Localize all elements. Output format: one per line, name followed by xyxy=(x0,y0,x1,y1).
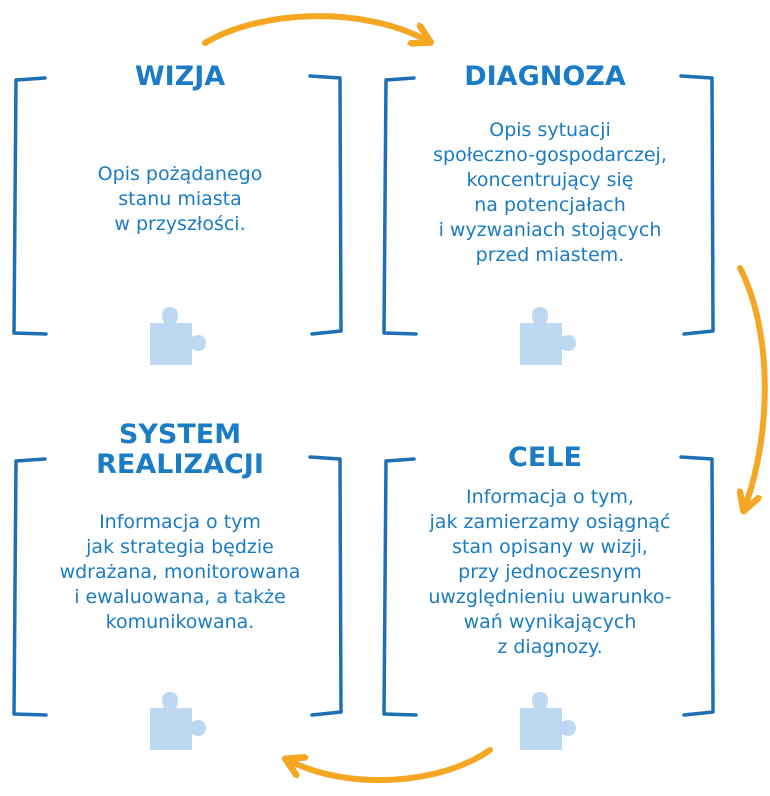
bracket-cele-left xyxy=(382,457,418,717)
text-diagnoza: Opis sytuacji społeczno-gospodarczej, ko… xyxy=(433,119,667,266)
bracket-diagnoza-left xyxy=(382,76,418,336)
bracket-system-left xyxy=(12,457,48,717)
puzzle-piece-icon-4 xyxy=(520,692,576,750)
text-system-realizacji: Informacja o tym jak strategia będzie wd… xyxy=(59,511,301,633)
bracket-diagnoza-right xyxy=(679,74,715,336)
puzzle-piece-icon-1 xyxy=(150,307,206,365)
text-cele: Informacja o tym, jak zamierzamy osiągną… xyxy=(428,486,672,658)
puzzle-piece-icon-2 xyxy=(520,307,576,365)
curved-arrow-icon-top xyxy=(202,13,424,43)
bracket-cele-right xyxy=(679,455,715,717)
title-cele: CELE xyxy=(508,442,582,473)
title-wizja: WIZJA xyxy=(134,61,226,92)
title-system-realizacji: SYSTEM REALIZACJI xyxy=(96,419,264,480)
puzzle-piece-icon-3 xyxy=(150,692,206,750)
curved-arrow-icon-bottom xyxy=(292,747,493,783)
bracket-wizja-right xyxy=(308,74,343,336)
bracket-wizja-left xyxy=(12,76,48,336)
title-diagnoza: DIAGNOZA xyxy=(464,61,626,92)
curved-arrow-icon-right xyxy=(740,265,768,504)
text-wizja: Opis pożądanego stanu miasta w przyszłoś… xyxy=(97,163,263,235)
bracket-system-right xyxy=(308,455,343,717)
